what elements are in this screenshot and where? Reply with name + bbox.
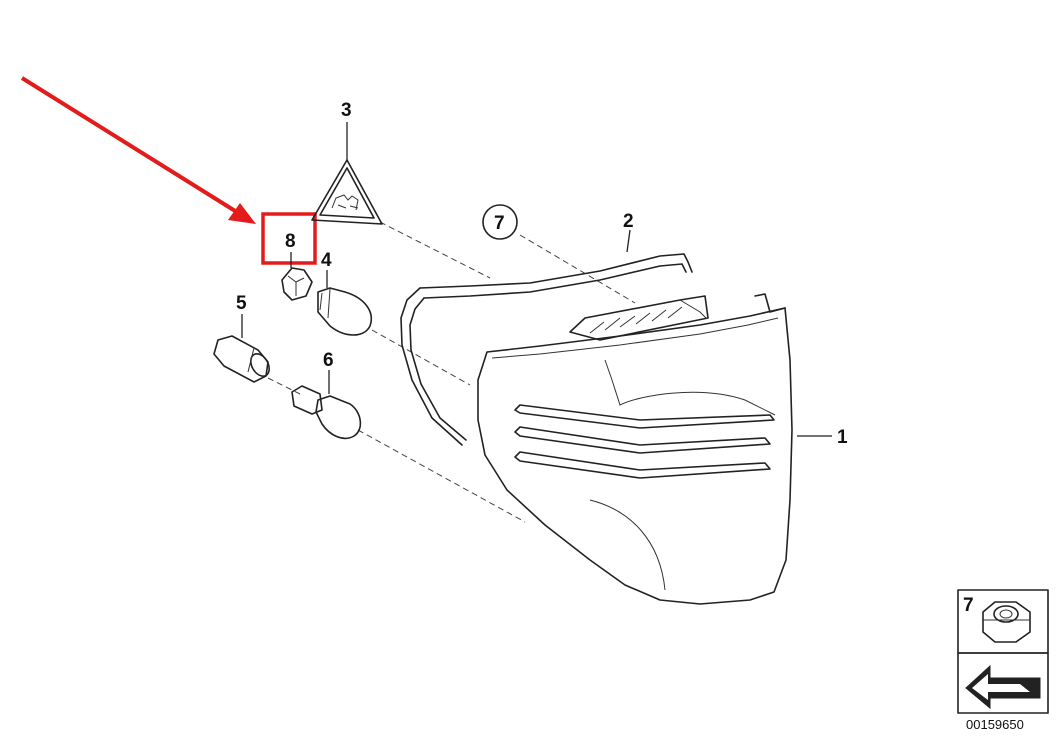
- bulb-part-5: [213, 335, 270, 383]
- red-pointer-arrow: [20, 76, 256, 224]
- assembly-lines: [267, 221, 636, 523]
- tail-light-housing-part-1: [477, 293, 793, 605]
- bulb-socket-part-8: [281, 267, 313, 301]
- circle-callout-part-7: [482, 204, 518, 240]
- callout-4: 4: [321, 250, 332, 271]
- hex-nut-icon: [982, 601, 1031, 643]
- diagram-number: 00159650: [966, 717, 1024, 732]
- callout-7: 7: [494, 213, 505, 234]
- leader-lines: [241, 122, 832, 437]
- warning-triangle-part-3: [311, 159, 383, 225]
- legend-part-number: 7: [963, 595, 974, 616]
- bulb-part-4: [317, 287, 372, 336]
- gasket-part-2: [400, 253, 693, 446]
- legend-box: 7: [957, 589, 1049, 714]
- bulb-part-6: [291, 385, 362, 440]
- callout-2: 2: [623, 211, 634, 232]
- arrow-icon: [965, 664, 1041, 710]
- callout-3: 3: [341, 100, 352, 121]
- callout-6: 6: [323, 350, 334, 371]
- highlight-box-part-8: [261, 212, 317, 265]
- callout-8: 8: [285, 231, 296, 252]
- callout-5: 5: [236, 293, 247, 314]
- callout-1: 1: [837, 427, 848, 448]
